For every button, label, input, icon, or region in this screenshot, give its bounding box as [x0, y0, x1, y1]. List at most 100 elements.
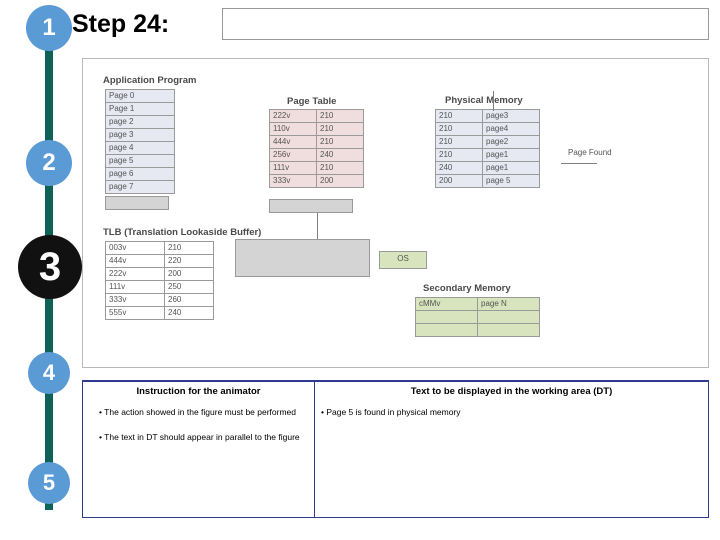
cell: 210: [164, 241, 214, 255]
cell: cMMv: [415, 297, 478, 311]
cell: 333v: [105, 293, 165, 307]
cell: 240: [435, 161, 483, 175]
cell: 200: [164, 267, 214, 281]
cell: 111v: [105, 280, 165, 294]
cell: 444v: [269, 135, 317, 149]
cell: 222v: [105, 267, 165, 281]
step-badge-5[interactable]: 5: [28, 462, 70, 504]
cell: [415, 310, 478, 324]
cell: 110v: [269, 122, 317, 136]
highlight-bar-pt: [269, 199, 353, 213]
cell: page1: [482, 148, 540, 162]
step-badge-3[interactable]: 3: [18, 235, 82, 299]
table-row: page 7: [105, 180, 175, 194]
step-badge-1[interactable]: 1: [26, 5, 72, 51]
instruction-left-item-1: • The action showed in the figure must b…: [99, 407, 297, 417]
highlight-bar-mid: [235, 239, 370, 277]
step-badge-4[interactable]: 4: [28, 352, 70, 394]
cell: 260: [164, 293, 214, 307]
cell: page 7: [105, 180, 175, 194]
step-badge-2[interactable]: 2: [26, 140, 72, 186]
instruction-column-right: Text to be displayed in the working area…: [315, 382, 708, 517]
cell: Page 1: [105, 102, 175, 116]
table-row: page 5: [105, 154, 175, 168]
label-page-table: Page Table: [287, 96, 337, 107]
table-row: page 2: [105, 115, 175, 129]
cell: Page 0: [105, 89, 175, 103]
cell: page 4: [105, 141, 175, 155]
cell: [477, 323, 540, 337]
table-row: [415, 323, 540, 337]
table-row: [415, 310, 540, 324]
label-page-found: Page Found: [568, 148, 612, 157]
instruction-right-item-1: • Page 5 is found in physical memory: [321, 407, 461, 417]
cell: 210: [435, 135, 483, 149]
page-title: Step 24:: [72, 10, 170, 38]
cell: page 3: [105, 128, 175, 142]
cell: page1: [482, 161, 540, 175]
instruction-table: Instruction for the animator • The actio…: [82, 380, 709, 518]
cell: 210: [316, 161, 364, 175]
cell: 210: [316, 122, 364, 136]
cell: page 2: [105, 115, 175, 129]
os-box: OS: [379, 251, 427, 269]
cell: 210: [435, 148, 483, 162]
cell: page2: [482, 135, 540, 149]
table-row: Page 1: [105, 102, 175, 116]
label-physical-memory: Physical Memory: [445, 95, 523, 106]
title-input-box[interactable]: [222, 8, 709, 40]
cell: 210: [316, 135, 364, 149]
instruction-left-item-2: • The text in DT should appear in parall…: [99, 432, 300, 443]
cell: 220: [164, 254, 214, 268]
cell: 222v: [269, 109, 317, 123]
label-tlb: TLB (Translation Lookaside Buffer): [103, 227, 262, 238]
label-secondary-memory: Secondary Memory: [423, 283, 511, 294]
cell: page 5: [482, 174, 540, 188]
cell: page 6: [105, 167, 175, 181]
cell: 555v: [105, 306, 165, 320]
physical-memory-connector: [493, 91, 494, 111]
highlight-bar-app: [105, 196, 169, 210]
instruction-column-left: Instruction for the animator • The actio…: [83, 382, 315, 517]
table-row: page 6: [105, 167, 175, 181]
cell: 240: [164, 306, 214, 320]
cell: 003v: [105, 241, 165, 255]
cell: [415, 323, 478, 337]
cell: 210: [435, 109, 483, 123]
cell: 250: [164, 280, 214, 294]
cell: 200: [435, 174, 483, 188]
table-row: Page 0: [105, 89, 175, 103]
instruction-right-header: Text to be displayed in the working area…: [410, 386, 613, 397]
cell: 210: [316, 109, 364, 123]
cell: [477, 310, 540, 324]
label-application-program: Application Program: [103, 75, 197, 86]
cell: page N: [477, 297, 540, 311]
cell: 240: [316, 148, 364, 162]
cell: 111v: [269, 161, 317, 175]
table-row: page 3: [105, 128, 175, 142]
cell: page4: [482, 122, 540, 136]
cell: 200: [316, 174, 364, 188]
cell: page3: [482, 109, 540, 123]
